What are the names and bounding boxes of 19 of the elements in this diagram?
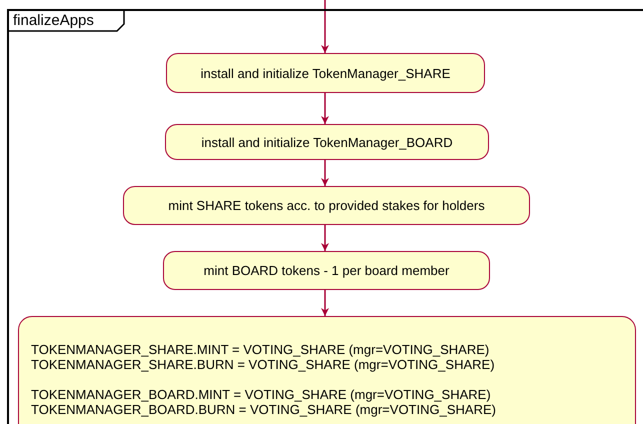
activity-box xyxy=(18,316,636,424)
arrow xyxy=(321,225,329,251)
activity-text: mint BOARD tokens - 1 per board member xyxy=(204,263,450,278)
activity-box xyxy=(123,186,530,225)
frame-border xyxy=(7,9,643,424)
activity-box xyxy=(165,124,489,160)
activity-text: TOKENMANAGER_SHARE.BURN = VOTING_SHARE (mgr=VOTING_SHARE) xyxy=(31,357,495,372)
activity-text: install and initialize TokenManager_BOARD xyxy=(201,134,453,150)
activity-text: TOKENMANAGER_BOARD.BURN = VOTING_SHARE (mgr=VOTING_SHARE) xyxy=(31,402,496,417)
activity-text: TOKENMANAGER_BOARD.MINT = VOTING_SHARE (mgr=VOTING_SHARE) xyxy=(31,387,491,402)
arrow xyxy=(321,290,329,316)
activity-box xyxy=(166,53,485,93)
activity-text: mint SHARE tokens acc. to provided stakes for holders xyxy=(168,198,485,213)
activity-text: install and initialize TokenManager_SHARE xyxy=(200,66,450,80)
activity-box xyxy=(163,251,490,290)
activity-text: TOKENMANAGER_SHARE.MINT = VOTING_SHARE (mgr=VOTING_SHARE) xyxy=(31,342,490,357)
arrow xyxy=(321,93,329,124)
arrow xyxy=(321,0,329,53)
arrow xyxy=(321,160,329,186)
